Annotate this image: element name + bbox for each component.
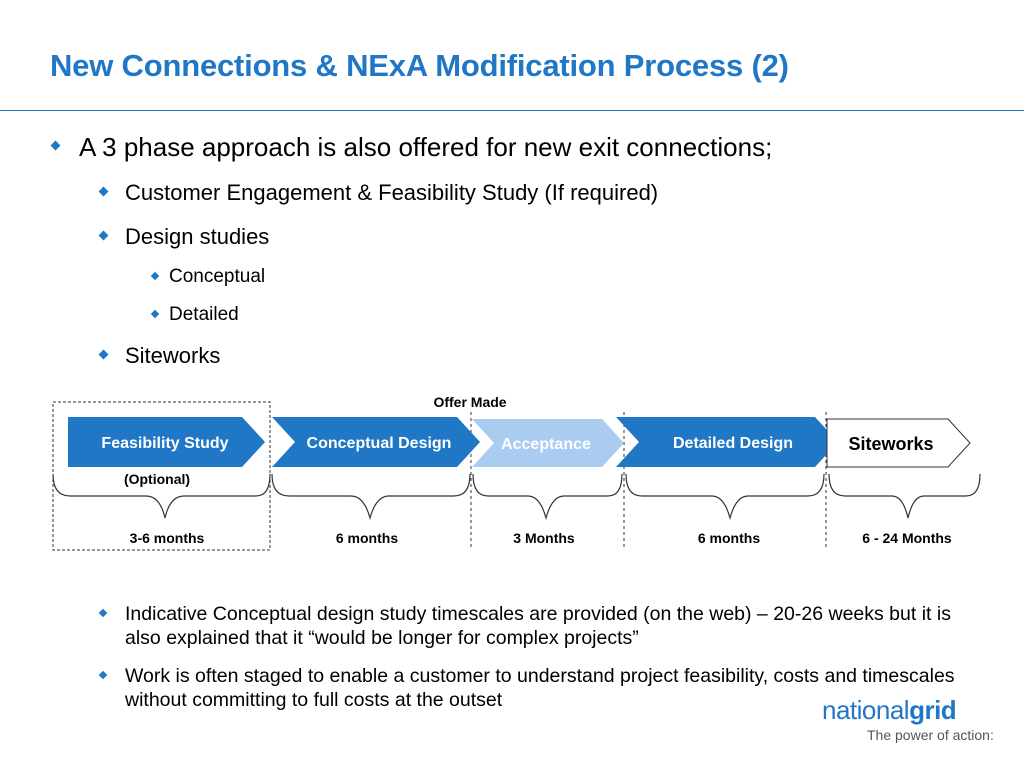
optional-label: (Optional) [124, 471, 190, 487]
bullet-siteworks: Siteworks [98, 343, 221, 369]
brace-siteworks [828, 473, 981, 519]
page-title: New Connections & NExA Modification Proc… [50, 48, 789, 83]
bullet-siteworks-text: Siteworks [125, 343, 221, 368]
duration-acceptance: 3 Months [513, 530, 575, 546]
logo-word-light: national [822, 695, 910, 725]
chevron-acceptance [472, 419, 624, 467]
chevron-conceptual [272, 417, 480, 467]
diamond-bullet-icon [98, 670, 108, 680]
brace-detailed [625, 473, 825, 521]
offer-made-label: Offer Made [433, 394, 506, 410]
note-staged-work: Work is often staged to enable a custome… [98, 664, 960, 712]
chevron-detailed [616, 417, 838, 467]
bullet-detailed: Detailed [150, 304, 239, 326]
bullet-design: Design studies [98, 224, 270, 250]
bullet-engagement: Customer Engagement & Feasibility Study … [98, 180, 659, 206]
bullet-main: A 3 phase approach is also offered for n… [50, 132, 773, 163]
logo-tagline: The power of action: [867, 727, 994, 743]
diamond-bullet-icon [98, 608, 108, 618]
brace-acceptance [472, 473, 623, 521]
brace-feasibility [52, 473, 271, 519]
brace-conceptual [271, 473, 471, 521]
duration-conceptual: 6 months [336, 530, 398, 546]
note-timescales: Indicative Conceptual design study times… [98, 602, 960, 650]
bullet-main-text: A 3 phase approach is also offered for n… [79, 132, 773, 162]
duration-detailed: 6 months [698, 530, 760, 546]
phase-label-conceptual: Conceptual Design [307, 435, 452, 452]
bullet-conceptual: Conceptual [150, 266, 266, 288]
title-divider [0, 110, 1024, 111]
logo-word-bold: grid [909, 695, 957, 725]
phase-label-feasibility: Feasibility Study [101, 435, 228, 452]
note-timescales-text: Indicative Conceptual design study times… [125, 603, 951, 649]
phase-label-detailed: Detailed Design [673, 435, 793, 452]
bullet-detailed-text: Detailed [169, 304, 239, 325]
phase-label-acceptance: Acceptance [501, 436, 591, 453]
duration-siteworks: 6 - 24 Months [862, 530, 952, 546]
chevron-feasibility [68, 417, 265, 467]
chevron-siteworks [826, 418, 971, 468]
bullet-design-text: Design studies [125, 224, 270, 249]
bullet-conceptual-text: Conceptual [169, 266, 266, 287]
note-staged-work-text: Work is often staged to enable a custome… [125, 665, 955, 711]
duration-feasibility: 3-6 months [130, 530, 205, 546]
phase-label-siteworks: Siteworks [848, 434, 933, 454]
logo-wordmark: nationalgrid [822, 695, 957, 726]
bullet-engagement-text: Customer Engagement & Feasibility Study … [125, 180, 659, 205]
national-grid-logo: nationalgrid The power of action: [822, 695, 994, 743]
